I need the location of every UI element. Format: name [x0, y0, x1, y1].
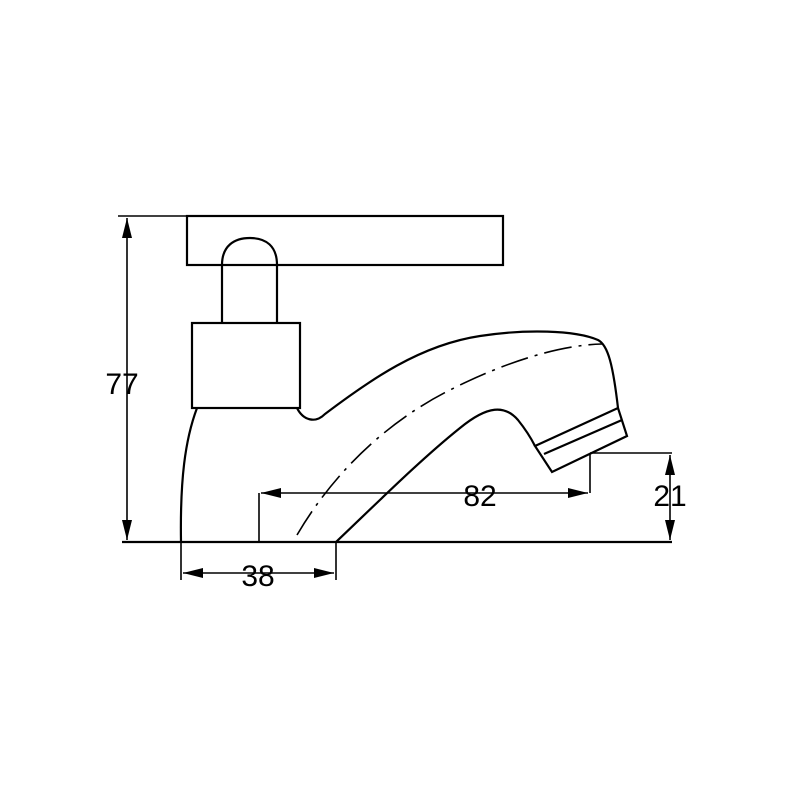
- spout-underside: [335, 408, 536, 543]
- faucet-body: [122, 214, 672, 544]
- dimension-reach: 82: [258, 452, 672, 542]
- body-left-side: [179, 407, 199, 543]
- dimension-label-height: 77: [105, 368, 138, 401]
- spout-top: [296, 330, 620, 421]
- aerator-split-line: [543, 418, 623, 456]
- dimension-base-width: 38: [180, 542, 337, 593]
- valve-block: [190, 321, 302, 410]
- lever-handle: [185, 214, 505, 267]
- dimension-height: 77: [105, 215, 187, 540]
- dimension-label-base-width: 38: [241, 560, 274, 593]
- spout-centerline: [296, 343, 603, 536]
- aerator: [533, 406, 629, 474]
- dimension-spout-height: 21: [653, 455, 687, 540]
- handle-stem: [220, 236, 279, 323]
- dimension-label-reach: 82: [463, 480, 496, 513]
- dimension-label-spout-height: 21: [653, 480, 686, 513]
